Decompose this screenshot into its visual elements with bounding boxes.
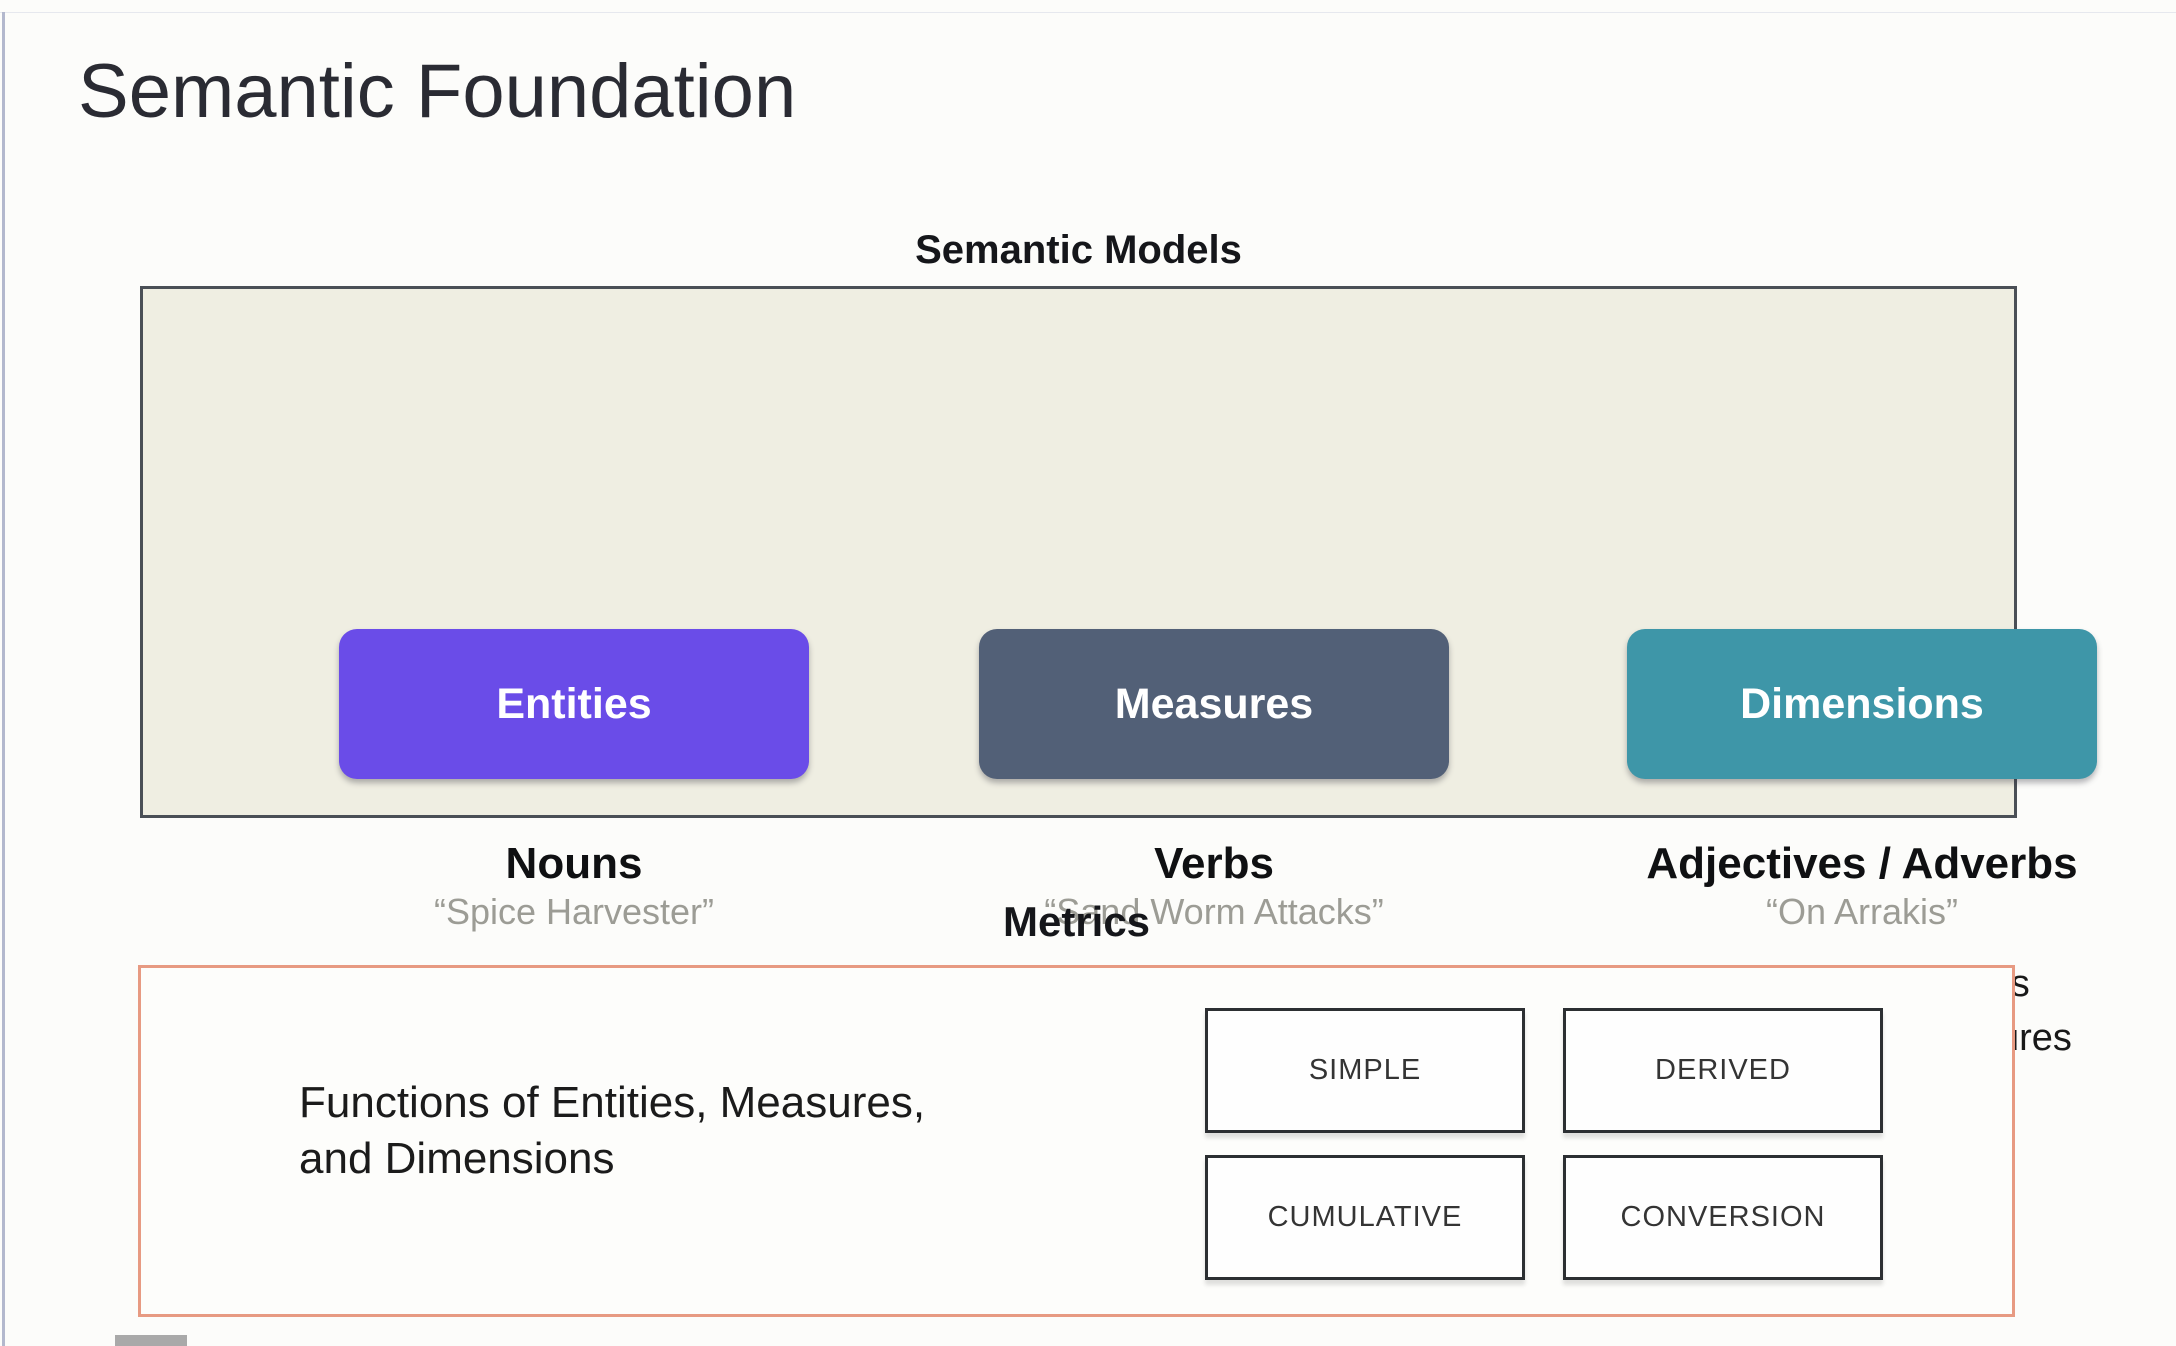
measures-box: Measures [979,629,1449,779]
entities-example-quote: “Spice Harvester” [433,891,715,933]
metric-type-cumulative: CUMULATIVE [1205,1155,1525,1280]
metric-type-derived: DERIVED [1563,1008,1883,1133]
window-top-edge [0,12,2176,13]
metrics-heading: Metrics [1002,898,1151,945]
metrics-description: Functions of Entities, Measures, and Dim… [299,1078,926,1184]
dimensions-role-heading: Adjectives / Adverbs [1646,839,2078,888]
entities-role-heading: Nouns [505,839,643,888]
semantic-models-panel: Entities Nouns “Spice Harvester” Have Di… [140,286,2097,1059]
metric-type-simple: SIMPLE [1205,1008,1525,1133]
metric-type-conversion: CONVERSION [1563,1155,1883,1280]
player-edge-artifact [115,1335,187,1346]
dimensions-example-quote: “On Arrakis” [1765,891,1959,933]
metrics-panel: Functions of Entities, Measures, and Dim… [138,965,2015,1317]
dimensions-box: Dimensions [1627,629,2097,779]
entities-box: Entities [339,629,809,779]
window-left-edge [2,12,5,1346]
measures-example-quote: “Sand Worm Attacks” [1044,891,1384,933]
measures-role-heading: Verbs [1154,839,1274,888]
slide-title: Semantic Foundation [78,49,797,134]
semantic-models-heading: Semantic Models [915,228,1242,272]
